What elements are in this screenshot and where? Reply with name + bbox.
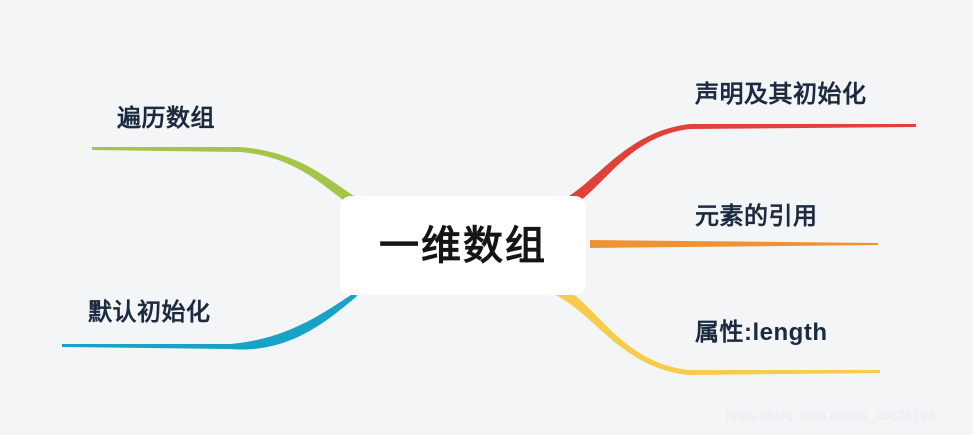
center-node-label: 一维数组	[379, 223, 547, 268]
center-node[interactable]: 一维数组	[340, 196, 586, 295]
branch-label-default-initialization[interactable]: 默认初始化	[88, 299, 211, 326]
branch-path-length-property	[556, 287, 880, 375]
branch-label-length-property[interactable]: 属性:length	[695, 319, 828, 346]
branch-path-element-reference	[590, 240, 878, 248]
branch-path-traverse-array	[92, 147, 360, 209]
branch-label-traverse-array[interactable]: 遍历数组	[117, 105, 215, 132]
watermark-text: https://blog.csdn.net/qq_45625194	[726, 408, 936, 423]
branch-label-element-reference[interactable]: 元素的引用	[695, 203, 818, 230]
branch-path-default-initialization	[62, 289, 360, 350]
branch-label-declaration[interactable]: 声明及其初始化	[695, 81, 867, 108]
